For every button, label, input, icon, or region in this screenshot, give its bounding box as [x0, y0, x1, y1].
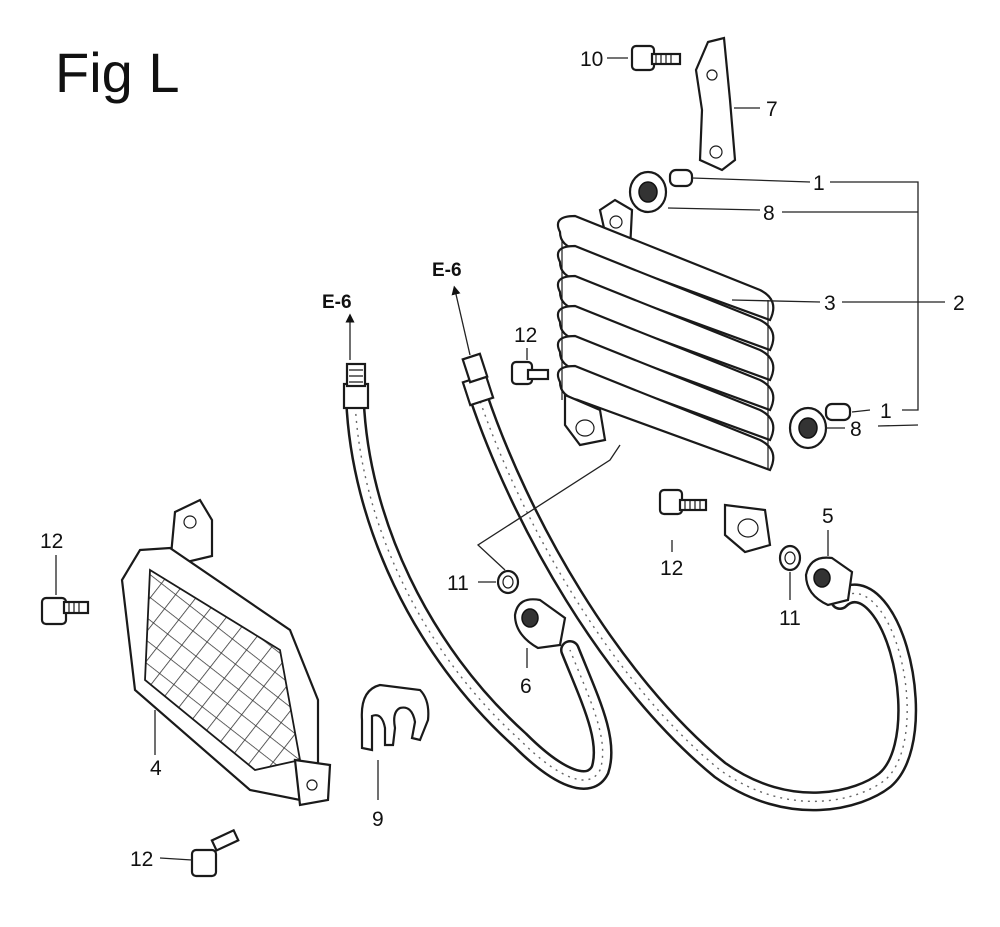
hose-clamp-9 — [360, 683, 430, 752]
callout-12-top: 12 — [514, 324, 537, 347]
callout-8-mid: 8 — [850, 418, 862, 441]
callout-6: 6 — [520, 675, 532, 698]
callout-11-left: 11 — [447, 572, 469, 595]
hose-fitting-6 — [513, 598, 567, 650]
callout-4: 4 — [150, 757, 162, 780]
oil-hose-left — [342, 362, 613, 790]
oil-cooler-3 — [556, 198, 775, 554]
hose-fitting-5 — [804, 556, 854, 607]
cooler-guard-4 — [120, 498, 332, 807]
callout-2: 2 — [953, 292, 965, 315]
figure-title: Fig L — [55, 41, 180, 104]
grommet-8-mid — [788, 406, 828, 450]
bolt-12-left — [40, 596, 90, 626]
callout-5: 5 — [822, 505, 834, 528]
bolt-12-mid — [658, 488, 708, 516]
callout-10: 10 — [580, 48, 603, 71]
grommet-8-top — [628, 170, 668, 214]
o-ring-11-left — [496, 569, 520, 595]
collar-1-mid — [824, 402, 852, 422]
callout-labels: 10 7 1 8 3 2 1 8 12 12 12 12 4 9 6 5 11 … — [40, 48, 965, 871]
collar-1-top — [668, 168, 694, 188]
ref-e6-right: E-6 — [432, 260, 462, 281]
callout-1-top: 1 — [813, 172, 825, 195]
callout-12-left: 12 — [40, 530, 63, 553]
ref-e6-left: E-6 — [322, 292, 352, 313]
bolt-10 — [630, 44, 682, 72]
bolt-12-bottom — [190, 828, 240, 878]
o-ring-11-right — [778, 544, 802, 572]
callout-9: 9 — [372, 808, 384, 831]
callout-3: 3 — [824, 292, 836, 315]
callout-8-top: 8 — [763, 202, 775, 225]
callout-1-mid: 1 — [880, 400, 892, 423]
callout-11-right: 11 — [779, 607, 801, 630]
leader-lines — [55, 57, 945, 861]
oil-hose-right — [461, 352, 918, 812]
mounting-bracket-7 — [694, 36, 737, 172]
callout-12-bottom: 12 — [130, 848, 153, 871]
bolt-12-top — [510, 360, 550, 386]
callout-7: 7 — [766, 98, 778, 121]
callout-12-mid: 12 — [660, 557, 683, 580]
